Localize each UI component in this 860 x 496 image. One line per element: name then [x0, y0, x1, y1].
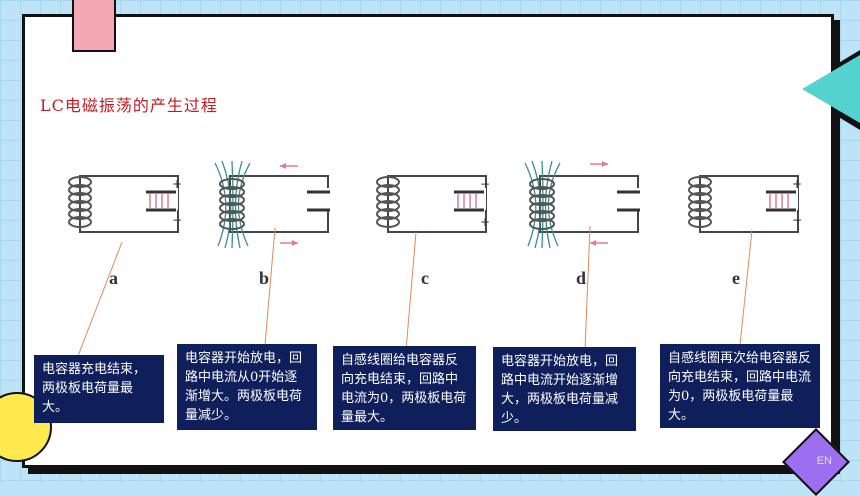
- description-c: 自感线圈给电容器反向充电结束，回路中电流为0，两极板电荷量最大。: [333, 346, 476, 430]
- description-e: 自感线圈再次给电容器反向充电结束，回路中电流为0，两极板电荷量最大。: [660, 344, 820, 428]
- figure-a: + −: [68, 175, 182, 233]
- svg-text:−: −: [172, 213, 182, 227]
- corner-triangle: [802, 55, 860, 123]
- slide-title: LC电磁振荡的产生过程: [40, 96, 218, 115]
- figure-c: − +: [376, 175, 490, 233]
- coil-icon: [68, 176, 92, 228]
- svg-text:+: +: [172, 177, 182, 191]
- description-b: 电容器开始放电，回路中电流从0开始逐渐增大。两极板电荷量减少。: [177, 344, 317, 430]
- pink-tab: [72, 0, 116, 52]
- label-a: a: [109, 268, 118, 288]
- label-d: d: [576, 268, 587, 288]
- leader-lines: [77, 225, 753, 357]
- label-e: e: [732, 268, 740, 288]
- svg-text:−: −: [480, 177, 490, 191]
- figure-d: [524, 160, 640, 249]
- label-c: c: [421, 268, 429, 288]
- svg-text:−: −: [792, 213, 802, 227]
- svg-text:+: +: [792, 177, 802, 191]
- description-a: 电容器充电结束，两极板电荷量最大。: [34, 355, 164, 423]
- label-b: b: [259, 268, 270, 288]
- description-d: 电容器开始放电，回路中电流开始逐渐增大，两极板电荷量减少。: [493, 347, 636, 431]
- diamond-label: EN: [816, 455, 832, 467]
- svg-text:+: +: [480, 215, 490, 229]
- figure-e: + −: [688, 175, 802, 233]
- figure-b: [214, 160, 330, 249]
